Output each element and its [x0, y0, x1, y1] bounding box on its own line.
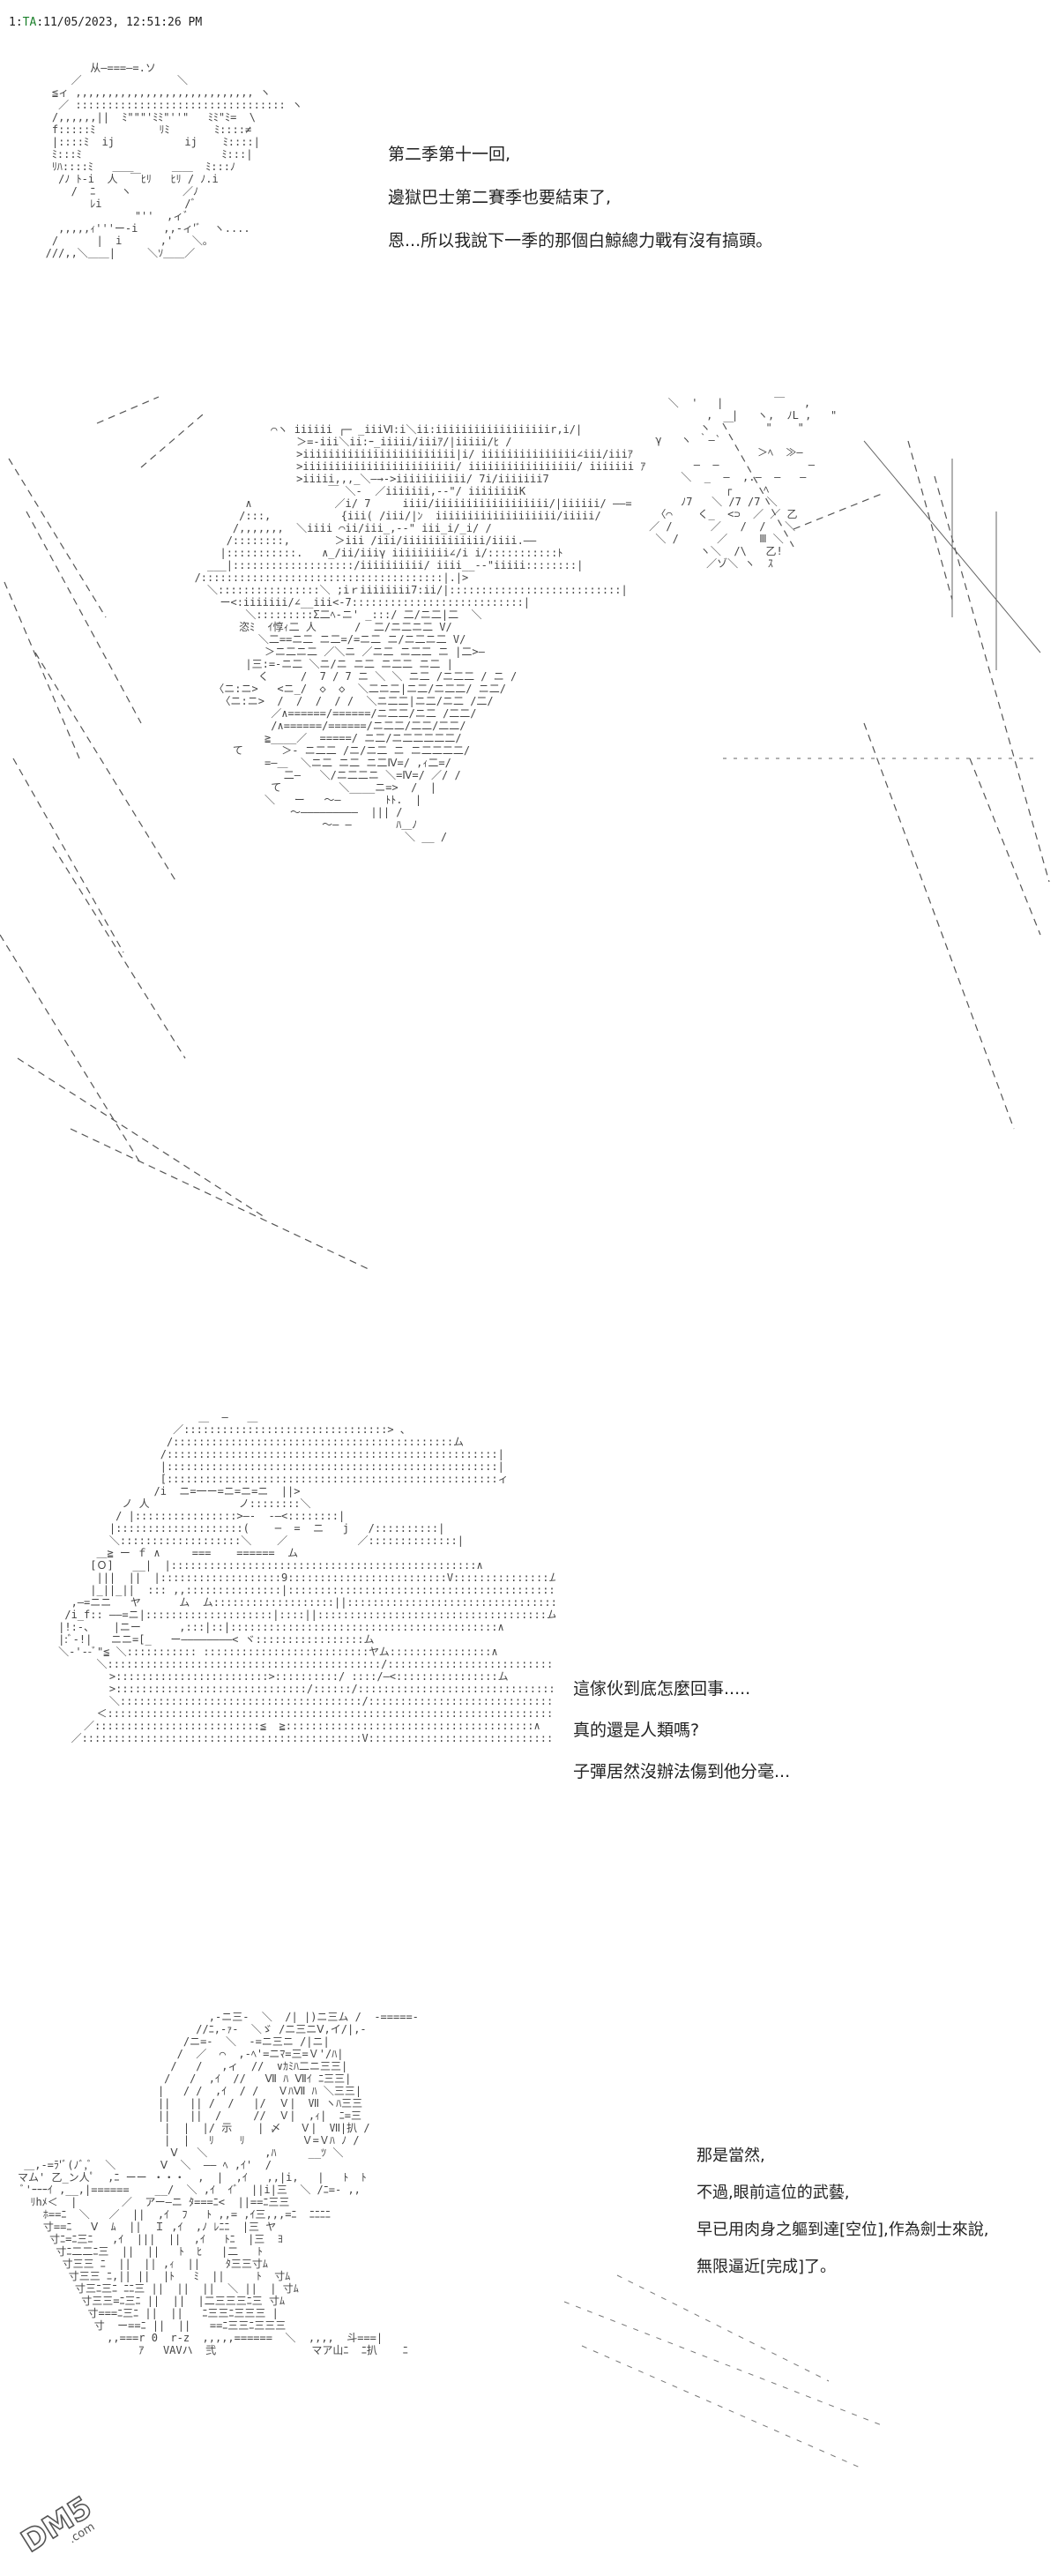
- post-header: 1:TA:11/05/2023, 12:51:26 PM: [9, 16, 202, 29]
- dialogue-line: 第二季第十一回,: [388, 145, 511, 164]
- panel-3: ＿ ― ＿ ／::::::::::::::::::::::::::::::::>…: [0, 1411, 1058, 2011]
- ascii-art-spirit-creature: ＼ ' | ￣ , , | ヽ, ﾉL , " ヽ ￣ " " γ ヽ ｀―` …: [649, 397, 838, 570]
- dialogue-line: 那是當然,: [697, 2147, 765, 2165]
- poster-name: TA: [22, 16, 37, 29]
- ascii-art-kneeling-figure: ＿ ― ＿ ／::::::::::::::::::::::::::::::::>…: [58, 1411, 555, 1744]
- dialogue-line: 無限逼近[完成]了。: [697, 2258, 837, 2276]
- post-number: 1:: [9, 16, 23, 29]
- dm5-watermark-logo: DM5 .com: [14, 2489, 98, 2560]
- dialogue-box: 這傢伙到底怎麼回事..... 真的還是人類嗎? 子彈居然沒辦法傷到他分毫...: [573, 1676, 790, 1782]
- post-datetime: :11/05/2023, 12:51:26 PM: [36, 16, 203, 29]
- ascii-art-swordsman: ,-ニ三- ＼ /| |)ニ三ム / -=====- //ﾆ,-ｧ- ＼ゞ /ニ…: [18, 2011, 419, 2356]
- panel-4: ,-ニ三- ＼ /| |)ニ三ム / -=====- //ﾆ,-ｧ- ＼ゞ /ニ…: [0, 2011, 1058, 2576]
- dialogue-line: 這傢伙到底怎麼回事.....: [573, 1679, 751, 1699]
- dialogue-line: 真的還是人類嗎?: [573, 1721, 700, 1740]
- ascii-art-battle-scene: ⌒ヽ iiiiii ┌─ _iiiⅥ:i＼ii:iiiiiiiiiiiiiiii…: [194, 423, 646, 843]
- dialogue-line: 恩...所以我說下一季的那個白鯨總力戰有沒有搞頭。: [388, 231, 773, 250]
- ascii-art-character-head: 从―===―=.ソ ／ ＼ ≦ィ ,,,,,,,,,,,,,,,,,,,,,,,…: [45, 62, 302, 259]
- speed-lines-left: [0, 396, 1050, 1271]
- dialogue-line: 邊獄巴士第二賽季也要結束了,: [388, 188, 612, 207]
- dialogue-line: 早已用肉身之軀到達[空位],作為劍士來說,: [697, 2221, 989, 2239]
- dialogue-line: 不過,眼前這位的武藝,: [697, 2184, 850, 2202]
- sword-trail-lines: [563, 2274, 883, 2470]
- dialogue-line: 子彈居然沒辦法傷到他分毫...: [573, 1762, 791, 1781]
- panel-1: 从―===―=.ソ ／ ＼ ≦ィ ,,,,,,,,,,,,,,,,,,,,,,,…: [0, 44, 1058, 379]
- dialogue-box: 第二季第十一回, 邊獄巴士第二賽季也要結束了, 恩...所以我說下一季的那個白鯨…: [388, 141, 772, 251]
- panel-2: ⌒ヽ iiiiii ┌─ _iiiⅥ:i＼ii:iiiiiiiiiiiiiiii…: [0, 388, 1058, 1411]
- dialogue-box: 那是當然, 不過,眼前這位的武藝, 早已用肉身之軀到達[空位],作為劍士來說, …: [697, 2143, 989, 2277]
